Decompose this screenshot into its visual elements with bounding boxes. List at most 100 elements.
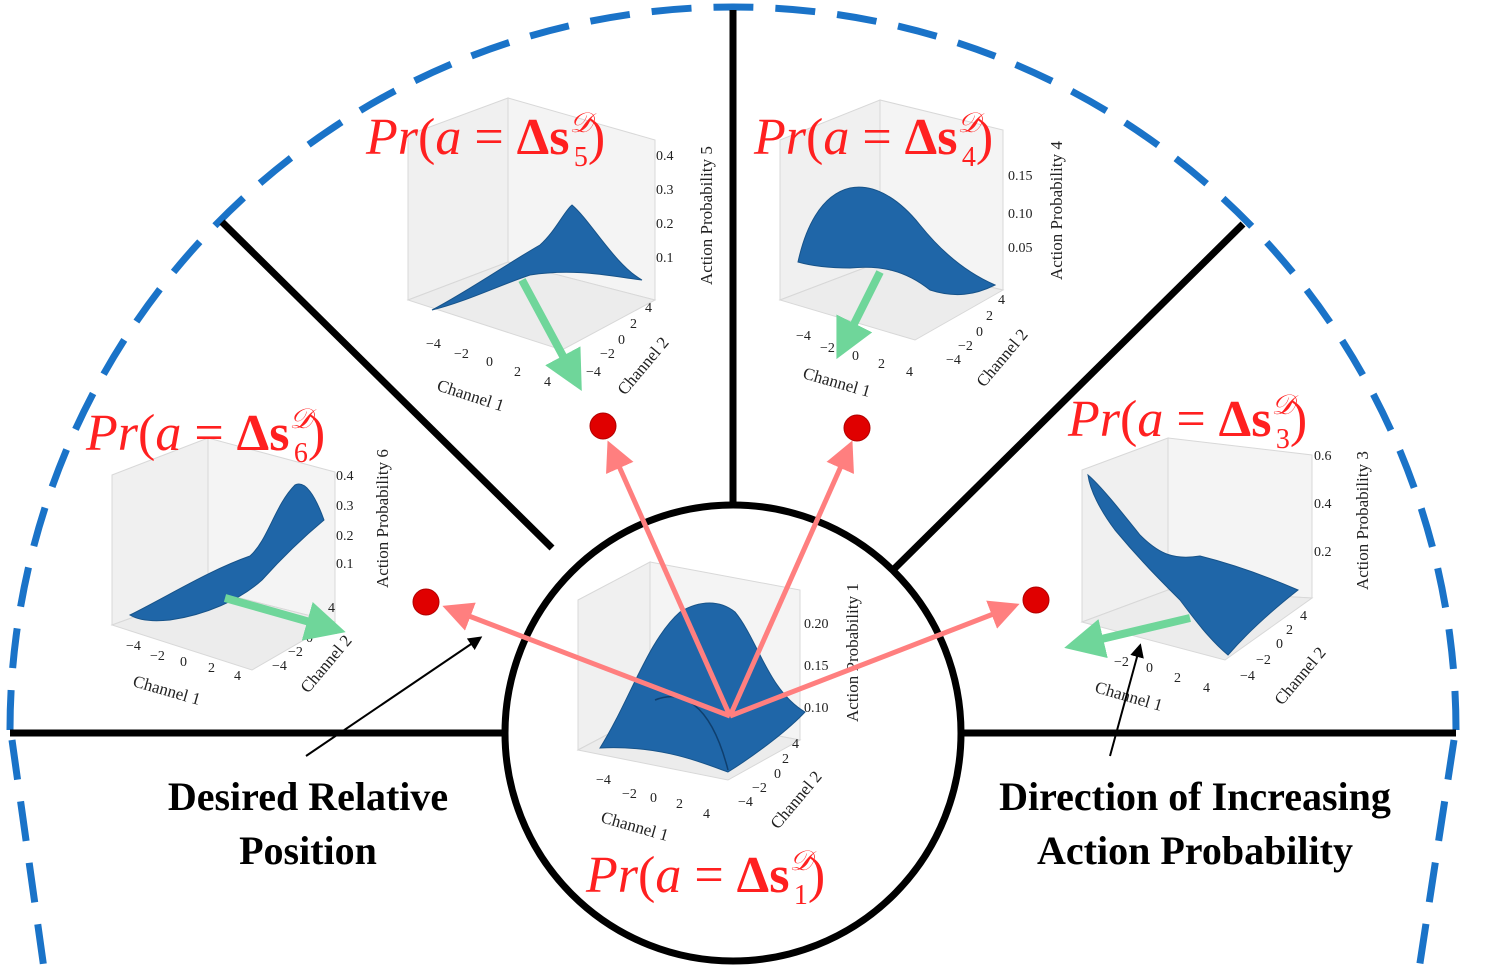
plot-4-ytick-3: 0 [976,325,983,340]
plot-1-xtick-3: 0 [650,791,657,806]
plot-3-ytick-2: −2 [1256,653,1271,668]
label-prob-5: Pr(a = Δs𝒟5) [366,108,606,173]
plot-4-ytick-4: 2 [986,309,993,324]
plot-6-surface [128,483,325,622]
plot-6-ztick-2: 0.2 [336,529,354,544]
plot-4-xlabel: Channel 1 [801,364,873,401]
label-prob-1: Pr(a = Δs𝒟1) [586,846,826,911]
plot-4-surface [797,186,997,295]
plot-4-ytick-5: 4 [998,293,1005,308]
plot-6-ztick-1: 0.1 [336,557,354,572]
plot-1-xtick-1: −4 [596,773,611,788]
red-arrow-to-6 [442,602,731,719]
pointer-direction [1109,643,1144,757]
plot-5-ztick-3: 0.3 [656,183,674,198]
red-arrow-to-4 [727,440,854,718]
plot-1-xtick-2: −2 [622,787,637,802]
plot-6-ztick-3: 0.3 [336,499,354,514]
label-prob-6: Pr(a = Δs𝒟6) [86,404,326,469]
plot-6-ytick-1: −4 [272,659,287,674]
target-dot-4 [843,414,871,442]
plot-3-ytick-5: 4 [1300,609,1307,624]
caption-desired-relative-position: Desired Relative Position [167,774,449,873]
plot-3-surface [1087,473,1299,656]
plot-4-xtick-2: −2 [820,341,835,356]
plot-4-ztick-3: 0.15 [1008,169,1033,184]
plot-6-xtick-4: 2 [208,661,215,676]
caption-direction-increasing-probability: Direction of Increasing Action Probabili… [999,774,1391,873]
plot-1-ztick-3: 0.20 [804,617,829,632]
plot-1-surface-ridge [654,696,729,771]
plot-3-xtick-2: −2 [1114,655,1129,670]
plot-6-xtick-2: −2 [150,649,165,664]
green-arrow-plot-5 [518,278,582,392]
plot-1-ytick-2: −2 [752,781,767,796]
plot-1-surface [599,602,806,773]
plot-5-surface [431,204,643,311]
plot-4-xtick-1: −4 [796,329,811,344]
divider-upper-left [219,219,555,551]
plot-6-ytick-5: 4 [328,601,335,616]
plot-5-ztick-1: 0.1 [656,251,674,266]
plot-1-zlabel: Action Probability 1 [843,583,862,722]
red-arrow-to-5 [606,440,733,718]
plot-1-xtick-5: 4 [703,807,710,822]
plot-6-xtick-1: −4 [126,639,141,654]
plot-3-xtick-5: 4 [1203,681,1210,696]
plot-5-xtick-4: 2 [514,365,521,380]
plot-3-ytick-1: −4 [1240,669,1255,684]
plot-1-ytick-3: 0 [774,767,781,782]
plot-5-ztick-4: 0.4 [656,149,674,164]
plot-4-xtick-4: 2 [878,357,885,372]
plot-5-ytick-1: −4 [586,365,601,380]
target-dot-6 [412,588,440,616]
plot-5-xtick-3: 0 [486,355,493,370]
plot-3-xtick-4: 2 [1174,671,1181,686]
plot-1-ytick-1: −4 [738,795,753,810]
green-arrow-plot-4 [836,270,884,360]
plot-5-xtick-2: −2 [454,347,469,362]
plot-6-ztick-4: 0.4 [336,469,354,484]
plot-1-ztick-1: 0.10 [804,701,829,716]
outer-dashed-left-tail [8,739,49,976]
plot-1-ztick-2: 0.15 [804,659,829,674]
plot-5-ytick-4: 2 [630,317,637,332]
green-arrow-plot-6 [223,594,346,641]
plot-4-zlabel: Action Probability 4 [1047,141,1066,280]
plot-6-xtick-3: 0 [180,655,187,670]
plot-1-ytick-4: 2 [782,752,789,767]
plot-4-ztick-1: 0.05 [1008,241,1033,256]
plot-4-ytick-1: −4 [946,353,961,368]
outer-dashed-right-tail [1414,739,1458,976]
plot-5-xtick-5: 4 [544,375,551,390]
plot-4-xtick-5: 4 [906,365,913,380]
plot-3-xtick-1: −4 [1090,645,1105,660]
plot-5-ztick-2: 0.2 [656,217,674,232]
plot-6-ytick-2: −2 [288,645,303,660]
plot-3-ytick-3: 0 [1276,637,1283,652]
target-dot-3 [1022,586,1050,614]
plot-1-xtick-4: 2 [676,797,683,812]
plot-3-ytick-4: 2 [1286,623,1293,638]
plot-4-xtick-3: 0 [852,349,859,364]
plot-4-ytick-2: −2 [958,339,973,354]
plot-3-ylabel: Channel 2 [1271,643,1330,708]
plot-5-ytick-2: −2 [600,347,615,362]
plot-3-xtick-3: 0 [1146,661,1153,676]
plot-6: −4 −2 0 2 4 −4 −2 0 2 4 0.1 0.2 0.3 0.4 … [110,437,392,709]
plot-5-ytick-5: 4 [645,301,652,316]
plot-5-ytick-3: 0 [618,333,625,348]
red-arrow-to-3 [729,600,1020,719]
plot-3: −4 −2 0 2 4 −4 −2 0 2 4 0.2 0.4 0.6 Chan… [1080,437,1372,715]
plot-5-xlabel: Channel 1 [435,376,507,416]
outer-dashed-arc [6,3,1460,731]
label-prob-4: Pr(a = Δs𝒟4) [754,108,994,173]
plot-4-ztick-2: 0.10 [1008,207,1033,222]
green-arrow-plot-3 [1064,614,1191,659]
plot-6-zlabel: Action Probability 6 [373,449,392,588]
plot-3-ztick-2: 0.4 [1314,497,1332,512]
target-dot-5 [589,412,617,440]
plot-1-ytick-5: 4 [792,737,799,752]
pointer-desired-position [305,636,483,757]
